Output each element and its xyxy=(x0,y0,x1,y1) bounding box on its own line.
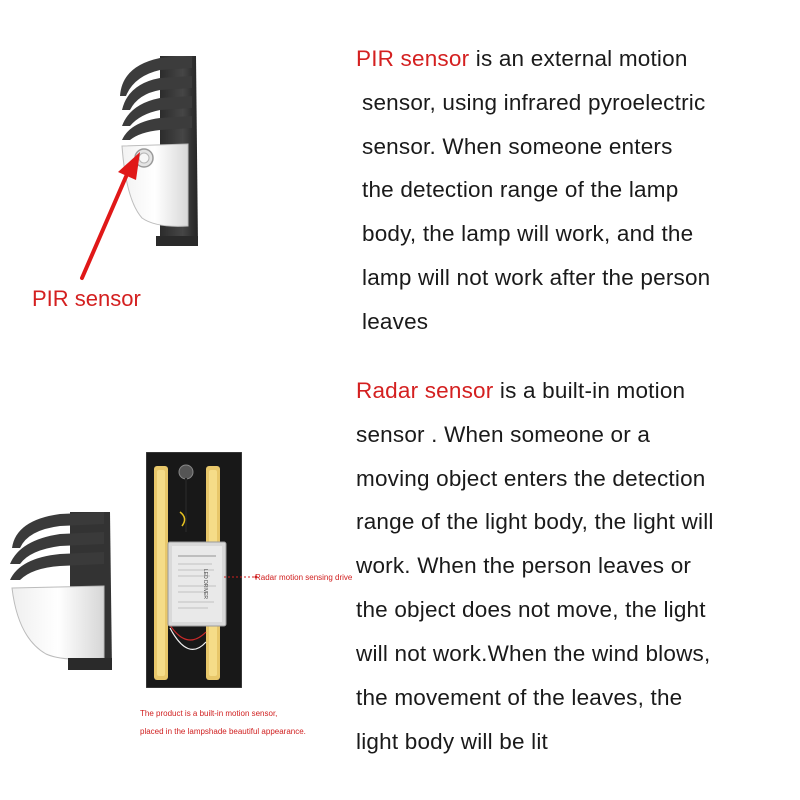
pir-paragraph-line-6: lamp will not work after the person xyxy=(362,265,711,290)
pir-paragraph-line-7: leaves xyxy=(362,309,429,334)
radar-paragraph-line-6: the object does not move, the light xyxy=(356,597,706,622)
pir-paragraph-line-4: the detection range of the lamp xyxy=(362,177,679,202)
radar-paragraph-line-5: work. When the person leaves or xyxy=(356,553,692,578)
pir-paragraph-line-3: sensor. When someone enters xyxy=(362,134,673,159)
radar-lamp-image xyxy=(10,512,112,670)
radar-callout-line xyxy=(224,575,258,579)
pir-sensor-label: PIR sensor xyxy=(32,286,141,311)
radar-caption-line-1: The product is a built-in motion sensor, xyxy=(140,709,278,718)
pir-paragraph-line-1: PIR sensor is an external motion xyxy=(356,45,688,72)
radar-paragraph-line-3: moving object enters the detection xyxy=(356,466,706,491)
radar-line-text: is a built-in motion xyxy=(493,378,686,403)
pir-paragraph-line-5: body, the lamp will work, and the xyxy=(362,221,694,246)
radar-paragraph-line-2: sensor . When someone or a xyxy=(356,422,651,447)
pir-line-text: is an external motion xyxy=(469,46,688,71)
pir-lamp-image xyxy=(120,56,198,246)
radar-callout-label: Radar motion sensing drive xyxy=(255,573,353,582)
radar-internals-image: LED DRIVER xyxy=(146,452,242,688)
radar-caption-line-2: placed in the lampshade beautiful appear… xyxy=(140,727,306,736)
pir-paragraph-line-2: sensor, using infrared pyroelectric xyxy=(362,90,706,115)
radar-paragraph-line-9: light body will be lit xyxy=(356,729,548,754)
radar-paragraph-line-1: Radar sensor is a built-in motion xyxy=(356,377,685,404)
radar-paragraph-line-4: range of the light body, the light will xyxy=(356,509,714,534)
pir-sensor-title: PIR sensor xyxy=(356,46,470,71)
radar-paragraph-line-8: the movement of the leaves, the xyxy=(356,685,683,710)
radar-sensor-title: Radar sensor xyxy=(356,378,494,403)
pir-arrow xyxy=(80,152,140,280)
radar-paragraph-line-7: will not work.When the wind blows, xyxy=(356,641,711,666)
led-driver-label: LED DRIVER xyxy=(202,569,208,599)
